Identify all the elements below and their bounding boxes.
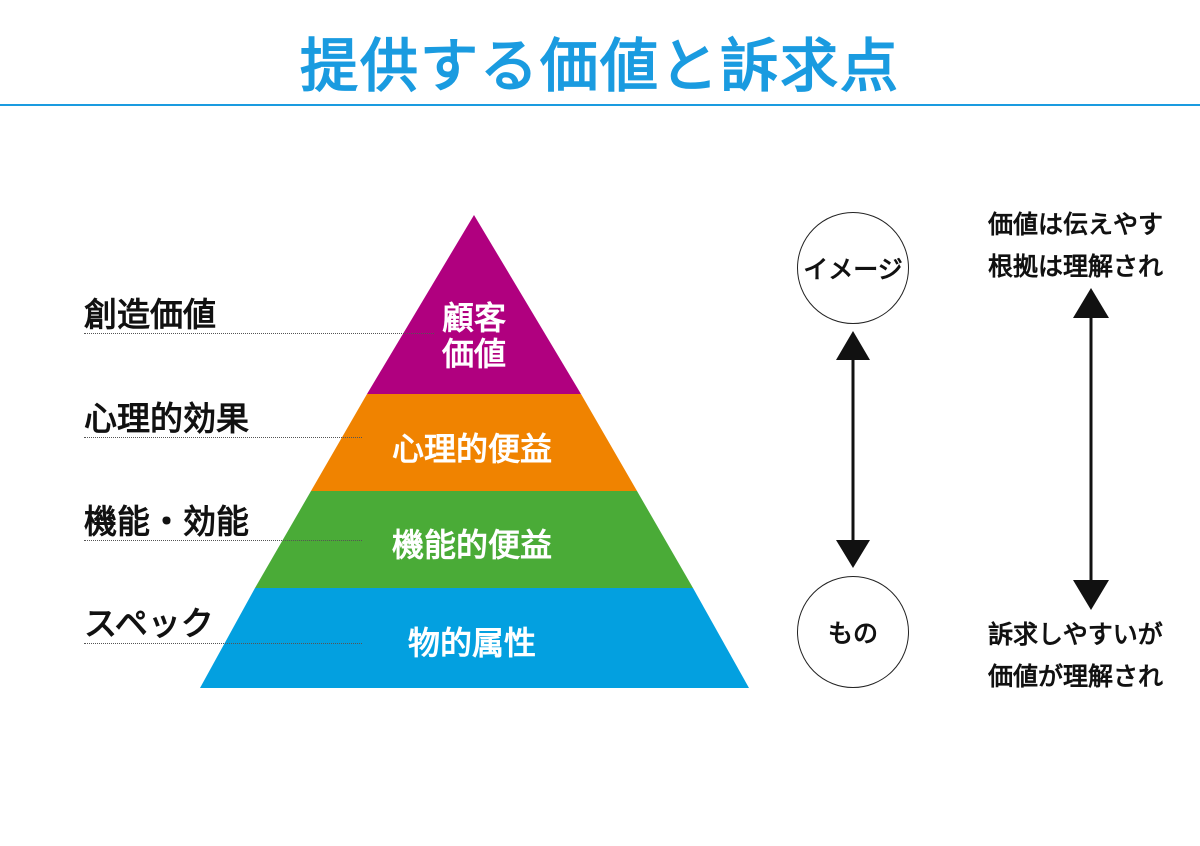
side-label-function-efficacy: 機能・効能	[84, 502, 249, 541]
tier-label-customer-line1: 顧客	[441, 299, 506, 337]
tier-label-functional-benefit: 機能的便益	[391, 526, 552, 564]
dotted-leader-3	[84, 540, 362, 541]
scale-arrow-down-head	[836, 540, 870, 568]
note-bottom-line1: 訴求しやすいが	[988, 620, 1163, 649]
pyramid-tier-psychological-benefit	[311, 394, 637, 491]
note-top-line2: 根拠は理解され	[988, 252, 1164, 281]
scale-arrow-up-head	[836, 331, 870, 360]
scale-circle-thing: もの	[797, 576, 909, 688]
tier-label-customer-value: 顧客 価値	[424, 300, 524, 372]
dotted-leader-1	[84, 333, 434, 334]
side-label-spec: スペック	[84, 604, 214, 643]
scale-bottom-label: もの	[827, 619, 878, 648]
scale-circle-image: イメージ	[797, 212, 909, 324]
note-bottom-line2: 価値が理解され	[988, 662, 1164, 691]
note-top-line1: 価値は伝えやす	[988, 210, 1164, 239]
tier-label-physical-attribute: 物的属性	[407, 624, 536, 662]
title-underline	[0, 104, 1200, 106]
tier-label-psychological-benefit: 心理的便益	[391, 430, 552, 468]
notes-arrow-down-head	[1073, 580, 1109, 610]
dotted-leader-4	[84, 643, 362, 644]
tier-label-customer-line2: 価値	[441, 335, 506, 373]
pyramid-tier-customer-value	[367, 215, 581, 394]
dotted-leader-2	[84, 437, 362, 438]
note-top: 価値は伝えやす 根拠は理解され	[988, 204, 1163, 288]
scale-top-label: イメージ	[803, 255, 903, 284]
side-label-creative-value: 創造価値	[84, 295, 216, 334]
page-title: 提供する価値と訴求点	[299, 32, 900, 100]
side-label-psychological-effect: 心理的効果	[84, 399, 249, 438]
pyramid-tier-physical-attribute	[200, 588, 749, 688]
notes-arrow-up-head	[1073, 288, 1109, 318]
note-bottom: 訴求しやすいが 価値が理解され	[988, 614, 1163, 698]
pyramid-tier-functional-benefit	[255, 491, 693, 588]
